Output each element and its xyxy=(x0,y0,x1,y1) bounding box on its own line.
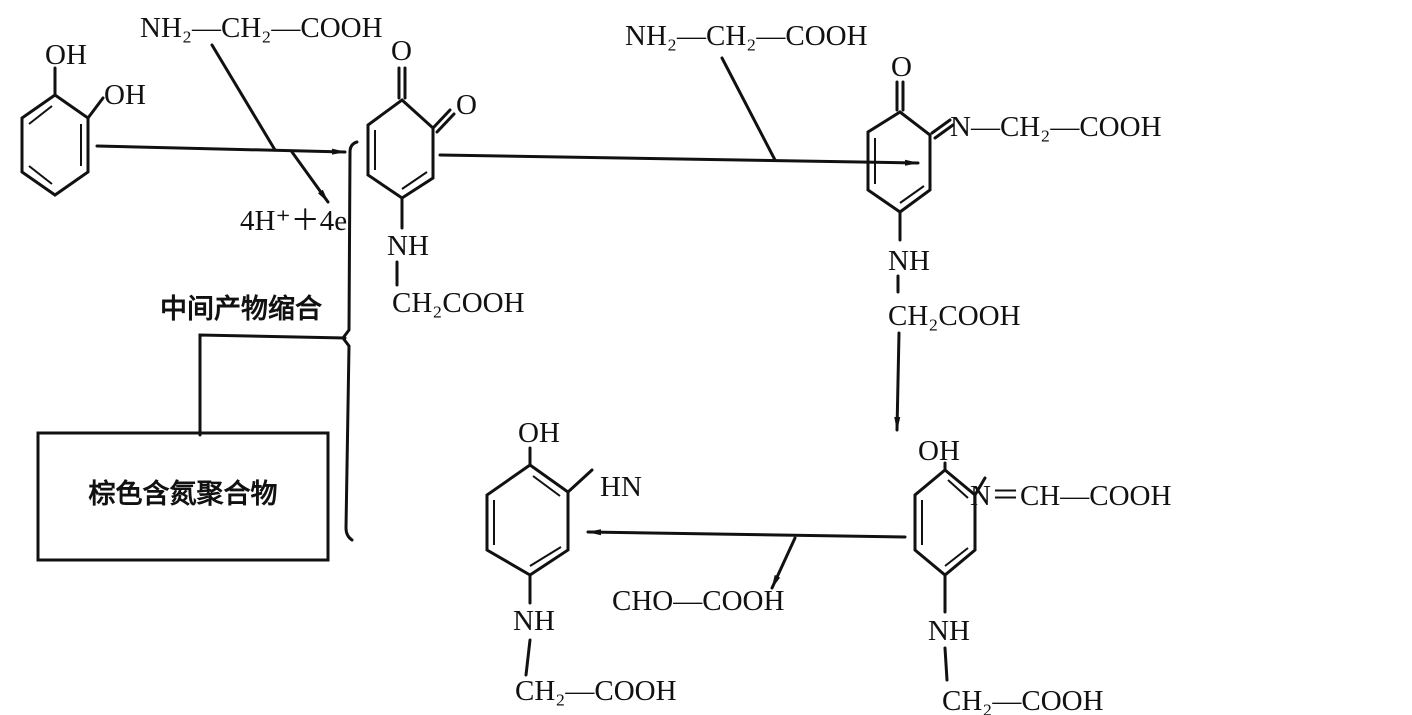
hydroxyl-label: OH xyxy=(45,39,87,71)
side-chain-label: CH₂—COOH xyxy=(515,675,677,707)
glycine-reagent-label: NH₂—CH₂—COOH xyxy=(625,20,868,52)
condensation-path: 中间产物缩合 棕色含氮聚合物 xyxy=(36,293,347,562)
glyoxylic-acid-label: CHO—COOH xyxy=(612,585,784,617)
imine-chain-label: N—CH₂—COOH xyxy=(950,111,1162,143)
amine-label: NH xyxy=(928,615,970,647)
side-chain-label: CH₂COOH xyxy=(392,287,525,319)
reaction-arrow-1: NH₂—CH₂—COOH 4H⁺＋4e xyxy=(95,12,383,237)
amine-label: NH xyxy=(513,605,555,637)
hydroxyl-label: OH xyxy=(518,417,560,449)
bracket xyxy=(341,140,359,542)
amine-label: NH xyxy=(888,245,930,277)
imino-label: HN xyxy=(600,471,642,503)
oxygen-label: O xyxy=(391,35,412,67)
final-product-box xyxy=(36,431,330,562)
oxygen-label: O xyxy=(891,51,912,83)
aminoquinone-molecule: O O NH CH₂COOH xyxy=(366,35,525,319)
catechol-molecule: OH OH xyxy=(20,39,146,197)
side-chain-label: CH₂COOH xyxy=(888,300,1021,332)
hydroxy-imine-molecule: OH N＝CH—COOH NH CH₂—COOH xyxy=(913,435,1171,715)
hydroxyl-label: OH xyxy=(918,435,960,467)
byproduct-label: 4H⁺＋4e xyxy=(240,205,347,237)
aminophenol-molecule: OH HN NH CH₂—COOH xyxy=(485,417,677,707)
quinone-imine-molecule: O N—CH₂—COOH NH CH₂COOH xyxy=(866,51,1162,332)
condensation-label: 中间产物缩合 xyxy=(160,293,322,325)
reaction-arrow-4: CHO—COOH xyxy=(586,529,907,617)
imine-chain-label: N＝CH—COOH xyxy=(970,480,1171,512)
oxygen-label: O xyxy=(456,89,477,121)
amine-label: NH xyxy=(387,230,429,262)
side-chain-label: CH₂—COOH xyxy=(942,685,1104,715)
hydroxyl-label: OH xyxy=(104,79,146,111)
reaction-arrow-3 xyxy=(894,331,901,432)
glycine-reagent-label: NH₂—CH₂—COOH xyxy=(140,12,383,44)
final-product-label: 棕色含氮聚合物 xyxy=(89,478,278,510)
reaction-arrow-2: NH₂—CH₂—COOH xyxy=(438,20,920,166)
